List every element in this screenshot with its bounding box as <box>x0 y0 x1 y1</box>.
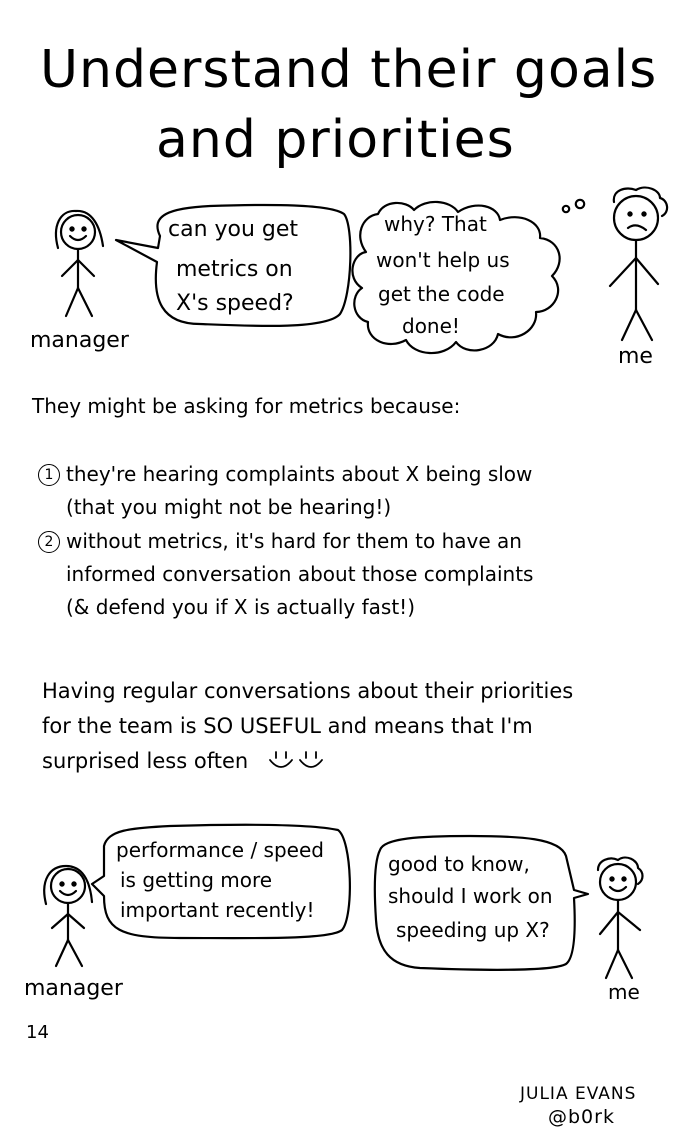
me-label-top: me <box>618 344 653 369</box>
reason-1-line-2: (that you might not be hearing!) <box>66 495 392 519</box>
me-bubble-bottom-line-1: good to know, <box>388 852 530 876</box>
manager-bubble-bottom-line-2: is getting more <box>120 868 273 892</box>
me-stick-figure-top <box>608 186 669 342</box>
reason-number-badge: 1 <box>38 464 60 486</box>
manager-bubble-line-1: can you get <box>168 217 299 242</box>
me-thought-line-4: done! <box>402 314 460 338</box>
reason-2-line-3: (& defend you if X is actually fast!) <box>66 595 415 619</box>
manager-bubble-line-2: metrics on <box>176 257 293 282</box>
me-stick-figure-bottom <box>596 856 644 980</box>
author-name: JULIA EVANS <box>520 1084 637 1104</box>
me-speech-bubble-bottom <box>373 834 590 971</box>
page-title-line-2: and priorities <box>156 110 515 170</box>
reason-number-badge: 2 <box>38 531 60 553</box>
me-bubble-bottom-line-2: should I work on <box>388 884 553 908</box>
me-thought-line-2: won't help us <box>376 248 510 272</box>
manager-stick-figure-top <box>54 209 105 318</box>
page-number: 14 <box>26 1022 49 1043</box>
me-label-bottom: me <box>608 980 640 1004</box>
reason-2: 2 without metrics, it's hard for them to … <box>38 525 522 558</box>
me-thought-bubble-top <box>351 198 586 355</box>
summary-line-2: for the team is SO USEFUL and means that… <box>42 714 533 738</box>
reason-1: 1 they're hearing complaints about X bein… <box>38 458 532 491</box>
me-bubble-bottom-line-3: speeding up X? <box>396 918 550 942</box>
manager-speech-bubble-top <box>114 203 352 328</box>
manager-stick-figure-bottom <box>43 864 94 968</box>
me-thought-line-1: why? That <box>384 212 487 236</box>
manager-bubble-line-3: X's speed? <box>176 291 294 316</box>
manager-bubble-bottom-line-3: important recently! <box>120 898 315 922</box>
manager-label-bottom: manager <box>24 976 123 1001</box>
manager-speech-bubble-bottom <box>90 823 351 940</box>
page-title-line-1: Understand their goals <box>40 40 658 100</box>
manager-bubble-bottom-line-1: performance / speed <box>116 838 324 862</box>
reason-line: they're hearing complaints about X being… <box>66 462 533 486</box>
smiley-emojis <box>269 751 323 768</box>
me-thought-line-3: get the code <box>378 282 505 306</box>
reason-line: without metrics, it's hard for them to h… <box>66 529 522 553</box>
reason-2-line-2: informed conversation about those compla… <box>66 562 534 586</box>
author-handle: @b0rk <box>548 1106 615 1128</box>
summary-line-3: surprised less often <box>42 749 249 773</box>
summary-line-1: Having regular conversations about their… <box>42 679 574 703</box>
manager-label-top: manager <box>30 328 129 353</box>
intro-text: They might be asking for metrics because… <box>32 394 461 418</box>
